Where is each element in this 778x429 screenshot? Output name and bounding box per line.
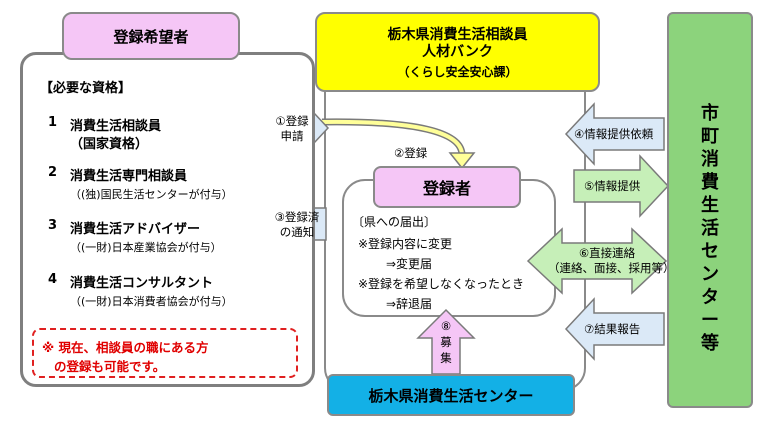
- bank-line-1: 栃木県消費生活相談員: [387, 27, 528, 43]
- city-label-char: 費: [701, 172, 719, 193]
- arrow-7-shape: [564, 297, 665, 361]
- bank-line-3: （くらし安全安心課）: [397, 65, 518, 79]
- qualification-1-name: 消費生活相談員: [70, 119, 162, 134]
- city-center-label: 市町消費生活センター等: [669, 102, 751, 355]
- arrow-2-path-fill: [321, 119, 464, 156]
- arrow-6-shape: [526, 227, 668, 295]
- arrow-6-label: ⑥直接連絡 （連絡、面接、採用等）: [548, 246, 675, 276]
- arrow-8-shape: [416, 308, 476, 375]
- city-label-char: セ: [701, 241, 719, 262]
- qualification-3-num: 3: [48, 218, 58, 233]
- current-counselor-note-box: [32, 328, 298, 378]
- city-label-char: 町: [701, 126, 719, 147]
- arrow-8-label: ⑧ 募 集: [437, 318, 455, 366]
- qualification-4-num: 4: [48, 272, 58, 287]
- bank-line-2: 人材バンク: [422, 44, 493, 60]
- talent-bank-box: 栃木県消費生活相談員 人材バンク （くらし安全安心課）: [315, 12, 600, 92]
- qualification-4-name: 消費生活コンサルタント: [70, 276, 214, 291]
- qualification-2-num: 2: [48, 165, 58, 180]
- arrow-8-num: ⑧: [440, 319, 452, 333]
- arrow-8-char-1: 募: [440, 335, 452, 349]
- arrow-3-label: ③登録済 の通知: [266, 210, 328, 240]
- city-label-char: タ: [701, 287, 719, 308]
- city-label-char: 等: [701, 333, 719, 354]
- city-label-char: 活: [701, 218, 719, 239]
- arrow-6-line-1: ⑥直接連絡: [578, 246, 636, 260]
- prefecture-center-box: 栃木県消費生活センター: [327, 374, 575, 416]
- arrow-5-shape: [573, 154, 670, 218]
- arrow-2-head: [448, 152, 476, 170]
- arrow-8-char-2: 集: [440, 351, 452, 365]
- city-label-char: ー: [701, 310, 719, 331]
- arrow-1-line-2: 申請: [280, 129, 304, 143]
- note-line-1: ※ 現在、相談員の職にある方: [42, 340, 209, 355]
- qualification-2-detail: （(独)国民生活センターが付与）: [70, 188, 233, 201]
- qualification-2-name: 消費生活専門相談員: [70, 169, 188, 184]
- arrow-1-label: ①登録 申請: [267, 114, 317, 144]
- arrow-4-label: ④情報提供依頼: [574, 127, 654, 141]
- city-center-box: 市町消費生活センター等: [667, 12, 753, 408]
- city-label-char: 生: [701, 195, 719, 216]
- notice-line-1: ※登録内容に変更: [358, 237, 453, 251]
- requirements-title: 【必要な資格】: [40, 81, 132, 96]
- arrow-3-line-2: の通知: [279, 225, 315, 239]
- notice-line-2: ⇒変更届: [386, 257, 433, 271]
- arrow-1-line-1: ①登録: [275, 114, 309, 128]
- arrow-2-label: ②登録: [394, 146, 428, 160]
- arrow-4-shape: [564, 102, 665, 166]
- city-label-char: 市: [701, 103, 719, 124]
- qualification-3-detail: （(一財)日本産業協会が付与）: [70, 241, 222, 254]
- notice-line-4: ⇒辞退届: [386, 297, 433, 311]
- applicant-title: 登録希望者: [62, 12, 240, 60]
- arrow-7-label: ⑦結果報告: [584, 322, 641, 336]
- notice-title: 〔県への届出〕: [352, 215, 437, 229]
- arrow-6-line-2: （連絡、面接、採用等）: [548, 261, 675, 275]
- registrant-title: 登録者: [373, 166, 521, 208]
- note-line-2: の登録も可能です。: [54, 359, 166, 374]
- qualification-4-detail: （(一財)日本消費者協会が付与）: [70, 295, 233, 308]
- qualification-1-num: 1: [48, 115, 58, 130]
- city-label-char: 消: [701, 149, 719, 170]
- city-label-char: ン: [701, 264, 719, 285]
- qualification-3-name: 消費生活アドバイザー: [70, 222, 201, 237]
- qualification-1-detail: （国家資格）: [70, 137, 149, 152]
- notice-line-3: ※登録を希望しなくなったとき: [358, 277, 525, 291]
- applicant-panel: [20, 52, 315, 387]
- arrow-3-line-1: ③登録済: [274, 210, 320, 224]
- arrow-5-label: ⑤情報提供: [584, 179, 641, 193]
